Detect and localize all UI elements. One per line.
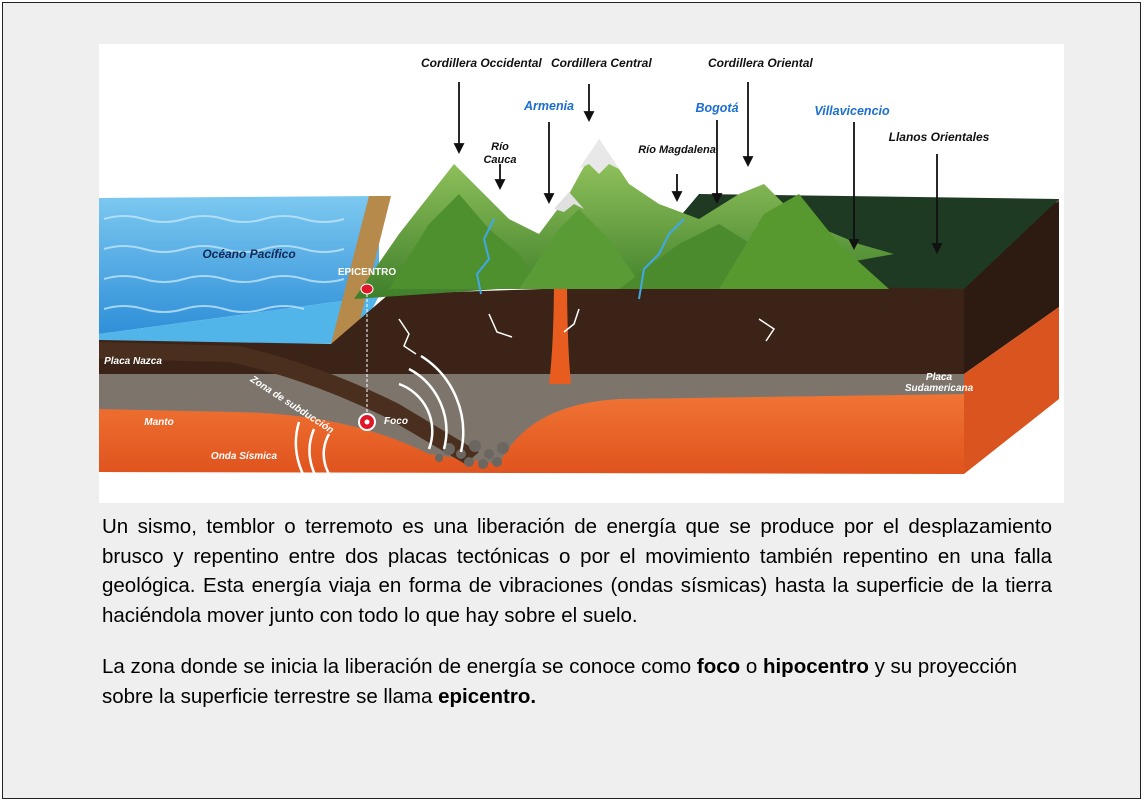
label-placa-sudamericana: Placa Sudamericana: [904, 372, 974, 394]
crust-layer: [99, 284, 964, 374]
term-epicentro: epicentro: [438, 684, 531, 708]
ocean-pacific: [99, 196, 379, 334]
label-villavicencio: Villavicencio: [814, 104, 890, 118]
block-side-mantle: [964, 307, 1059, 474]
mantle-layer: [99, 394, 964, 474]
label-manto: Manto: [144, 417, 174, 428]
label-cordillera-occidental: Cordillera Occidental: [421, 56, 542, 70]
label-llanos-orientales: Llanos Orientales: [888, 130, 990, 144]
label-bogota: Bogotá: [695, 101, 739, 115]
label-placa-nazca: Placa Nazca: [104, 356, 162, 367]
label-onda-sismica: Onda Sísmica: [210, 451, 278, 462]
diagram-illustration: [99, 82, 1059, 503]
term-foco: foco: [696, 655, 741, 678]
label-cordillera-central: Cordillera Central: [551, 56, 652, 70]
mountain-range: [354, 139, 894, 300]
label-rio-cauca: Río Cauca: [483, 141, 517, 166]
label-cordillera-oriental: Cordillera Oriental: [708, 56, 813, 70]
paragraph-focus-epicenter: La zona donde se inicia la liberación de…: [102, 655, 1018, 708]
label-epicentro: EPICENTRO: [337, 267, 397, 278]
label-armenia: Armenia: [523, 99, 575, 113]
seismic-waves: [294, 354, 465, 503]
explanation-text: Un sismo, temblor o terremoto es una lib…: [102, 512, 1052, 711]
label-arrows: [453, 82, 943, 255]
paragraph-definition: Un sismo, temblor o terremoto es una lib…: [102, 515, 1052, 627]
term-hipocentro: hipocentro: [762, 655, 869, 678]
label-foco: Foco: [384, 416, 408, 427]
label-oceano-pacifico: Océano Pacífico: [202, 247, 296, 261]
epicenter-marker: [360, 283, 374, 295]
label-rio-magdalena: Río Magdalena: [638, 144, 716, 156]
nazca-slab: [99, 342, 479, 464]
earthquake-diagram: Cordillera Occidental Cordillera Central…: [99, 44, 1064, 503]
